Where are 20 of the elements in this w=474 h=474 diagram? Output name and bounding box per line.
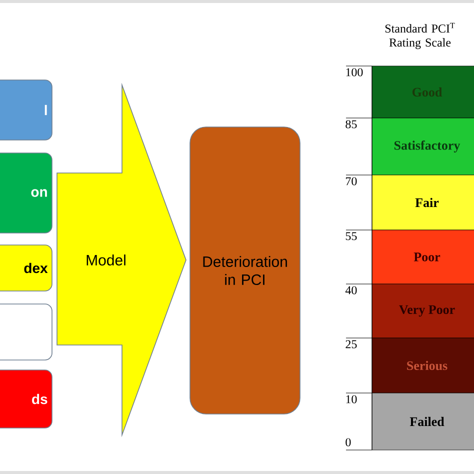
- input-box: ds: [0, 370, 52, 428]
- scale-number: 85: [346, 120, 357, 128]
- scale-number: 40: [345, 286, 357, 294]
- rating-band: Satisfactory: [372, 118, 474, 176]
- scale-number: 0: [346, 438, 351, 446]
- input-box: [0, 304, 52, 360]
- rating-band: Very Poor: [372, 284, 474, 338]
- rating-band: Failed: [372, 392, 474, 450]
- rating-band: Serious: [372, 338, 474, 394]
- scale-number: 10: [346, 395, 357, 404]
- input-box: l: [0, 80, 52, 140]
- scale-title: Standard PCI$^{T}$ Rating Scale: [385, 22, 455, 50]
- input-box: on: [0, 152, 52, 234]
- input-box: dex: [0, 244, 52, 292]
- rating-band: Fair: [372, 174, 474, 230]
- scale-number: 55: [346, 232, 357, 240]
- rating-band: Poor: [372, 230, 474, 284]
- result-box: Deterioration in PCI: [190, 126, 300, 414]
- scale-number: 25: [346, 340, 357, 348]
- scale-number: 70: [346, 177, 357, 186]
